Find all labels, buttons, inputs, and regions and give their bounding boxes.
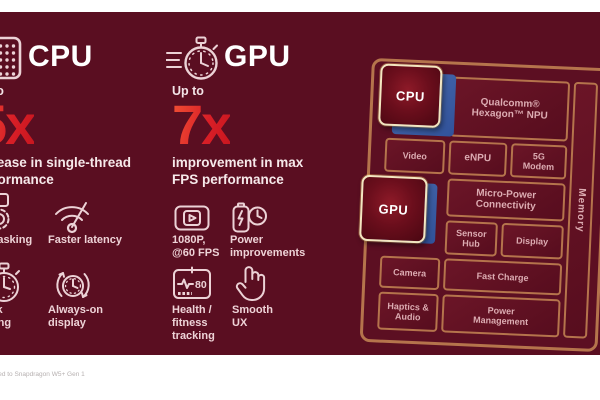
haptics-audio-block: Haptics & Audio: [377, 291, 439, 333]
npu-block: Qualcomm® Hexagon™ NPU: [449, 76, 571, 142]
footnote: *compared to Snapdragon W5+ Gen 1: [0, 371, 85, 378]
maroon-banner: CPU Up to 5x increase in single-thread p…: [0, 12, 600, 355]
gpu-feature-label: 1080P, @60 FPS: [172, 234, 220, 259]
gpu-feature-label: Smooth UX: [232, 304, 273, 329]
cpu-feature-label: Multitasking: [0, 234, 33, 246]
speed-stopwatch-icon: [166, 36, 218, 80]
touch-hand-icon: [235, 266, 266, 301]
cpu-core-block: CPU: [378, 63, 443, 129]
multitasking-gear-icon: [0, 193, 10, 230]
gpu-description: improvement in max FPS performance: [172, 155, 304, 188]
display-block: Display: [500, 222, 564, 260]
cpu-feature-label: Quick loading: [0, 304, 12, 329]
cpu-multiplier: 5x: [0, 96, 36, 152]
cpu-feature-label: Always-on display: [48, 304, 104, 329]
video-playback-icon: [174, 205, 210, 231]
5g-modem-block: 5G Modem: [509, 143, 568, 180]
health-tracking-icon: 80: [173, 266, 211, 299]
svg-text:80: 80: [195, 279, 207, 291]
stopwatch-icon: [0, 262, 20, 302]
cpu-description: increase in single-thread performance: [0, 155, 132, 188]
enpu-block: eNPU: [447, 140, 508, 177]
fast-charge-block: Fast Charge: [442, 258, 563, 296]
cpu-feature-label: Faster latency: [48, 234, 122, 246]
wifi-latency-icon: [55, 202, 89, 234]
battery-clock-icon: [232, 202, 267, 233]
gpu-up-to-label: Up to: [172, 84, 204, 98]
gpu-feature-label: Power improvements: [230, 234, 306, 259]
micro-power-connectivity-block: Micro-Power Connectivity: [446, 178, 566, 222]
chip-icon: [0, 36, 22, 80]
gpu-section-title: GPU: [224, 40, 291, 73]
always-on-clock-icon: [56, 272, 90, 298]
sensor-hub-block: Sensor Hub: [444, 220, 498, 257]
power-management-block: Power Management: [441, 294, 561, 338]
gpu-core-block: GPU: [359, 174, 428, 244]
gpu-multiplier: 7x: [172, 93, 232, 156]
video-block: Video: [384, 137, 446, 175]
gpu-feature-label: Health / fitness tracking: [172, 304, 215, 342]
camera-block: Camera: [378, 255, 441, 291]
soc-block-diagram: Qualcomm® Hexagon™ NPU Video eNPU 5G Mod…: [359, 58, 600, 353]
cpu-up-to-label: Up to: [0, 84, 4, 98]
cpu-section-title: CPU: [28, 40, 93, 73]
